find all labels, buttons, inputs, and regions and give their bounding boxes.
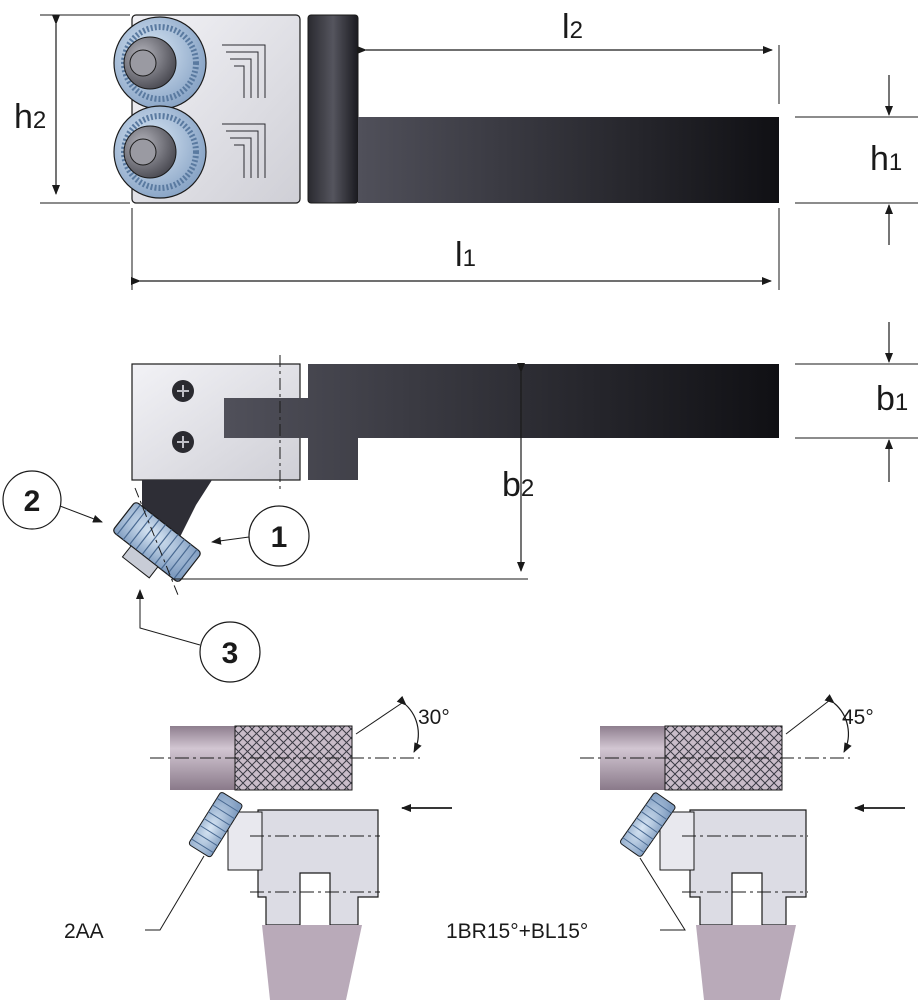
knurl-face-pattern — [222, 44, 266, 178]
shank-side — [224, 364, 779, 480]
angle-30-label: 30° — [418, 706, 450, 729]
callout-1-label: 1 — [271, 521, 288, 554]
top-view: h2 l2 h1 l1 — [14, 8, 918, 290]
h2-label: h2 — [14, 98, 46, 136]
callout-2-circle — [2, 470, 62, 530]
l1-label: l1 — [455, 236, 476, 274]
holder-right — [689, 809, 807, 926]
l2-label: l2 — [562, 8, 583, 46]
knurl-wheel-top — [113, 16, 207, 110]
tool-shank-left — [262, 925, 362, 1000]
b1-label: b1 — [876, 380, 908, 418]
callout-2-label: 2 — [24, 485, 41, 518]
side-view: b1 b2 2 1 3 — [2, 322, 918, 683]
h1-label: h1 — [870, 140, 902, 178]
holder-left — [257, 809, 379, 926]
callout-3-label: 3 — [222, 637, 239, 670]
label-2aa: 2AA — [64, 920, 104, 943]
holder-post — [307, 14, 359, 204]
callout-3-circle — [199, 621, 261, 683]
tool-shank-right — [696, 925, 796, 1000]
knurl-wheel-bottom — [113, 105, 207, 199]
knurl-wheel-right — [620, 792, 676, 857]
shank-top — [358, 117, 779, 203]
b2-label: b2 — [502, 466, 534, 504]
knurl-wheel-left — [188, 792, 243, 858]
label-1br15-bl15: 1BR15°+BL15° — [446, 920, 588, 943]
angle-45-label: 45° — [842, 706, 874, 729]
callout-1-circle — [248, 505, 310, 567]
example-right: 45° 1BR15°+BL15° — [446, 694, 905, 1000]
example-left: 30° 2AA — [64, 695, 452, 1000]
